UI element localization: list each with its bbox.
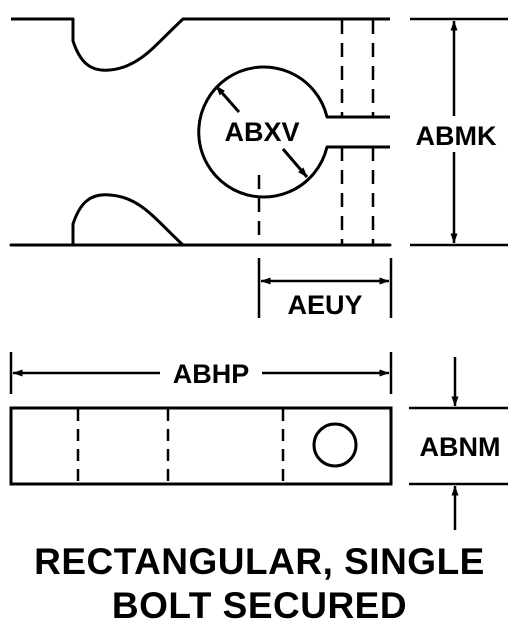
bolt-hole — [312, 422, 358, 468]
caption-line-1: RECTANGULAR, SINGLE — [34, 541, 485, 582]
side-view — [9, 406, 393, 486]
dim-slot-diameter-arrow-lower — [281, 148, 309, 178]
top-view — [9, 17, 392, 247]
hidden-lines-side — [76, 409, 285, 483]
hidden-lines-top — [257, 20, 375, 245]
dim-overall-height-label: ABMK — [416, 121, 497, 151]
clamp-outline — [9, 17, 392, 247]
dim-overall-height — [410, 17, 508, 247]
dim-thickness-label: ABNM — [420, 432, 501, 462]
dim-overall-length — [9, 352, 393, 394]
bolt-slot — [197, 65, 390, 199]
caption-line-2: BOLT SECURED — [111, 585, 408, 626]
dim-slot-offset — [257, 258, 393, 318]
dim-slot-diameter: ABXV — [214, 85, 309, 178]
dim-overall-length-label: ABHP — [173, 359, 250, 389]
side-view-outline — [9, 406, 393, 486]
dim-thickness — [409, 357, 508, 530]
dim-slot-offset-label: AEUY — [287, 290, 362, 320]
dim-slot-diameter-arrow-upper — [214, 85, 241, 113]
dim-slot-diameter-label: ABXV — [224, 117, 299, 147]
